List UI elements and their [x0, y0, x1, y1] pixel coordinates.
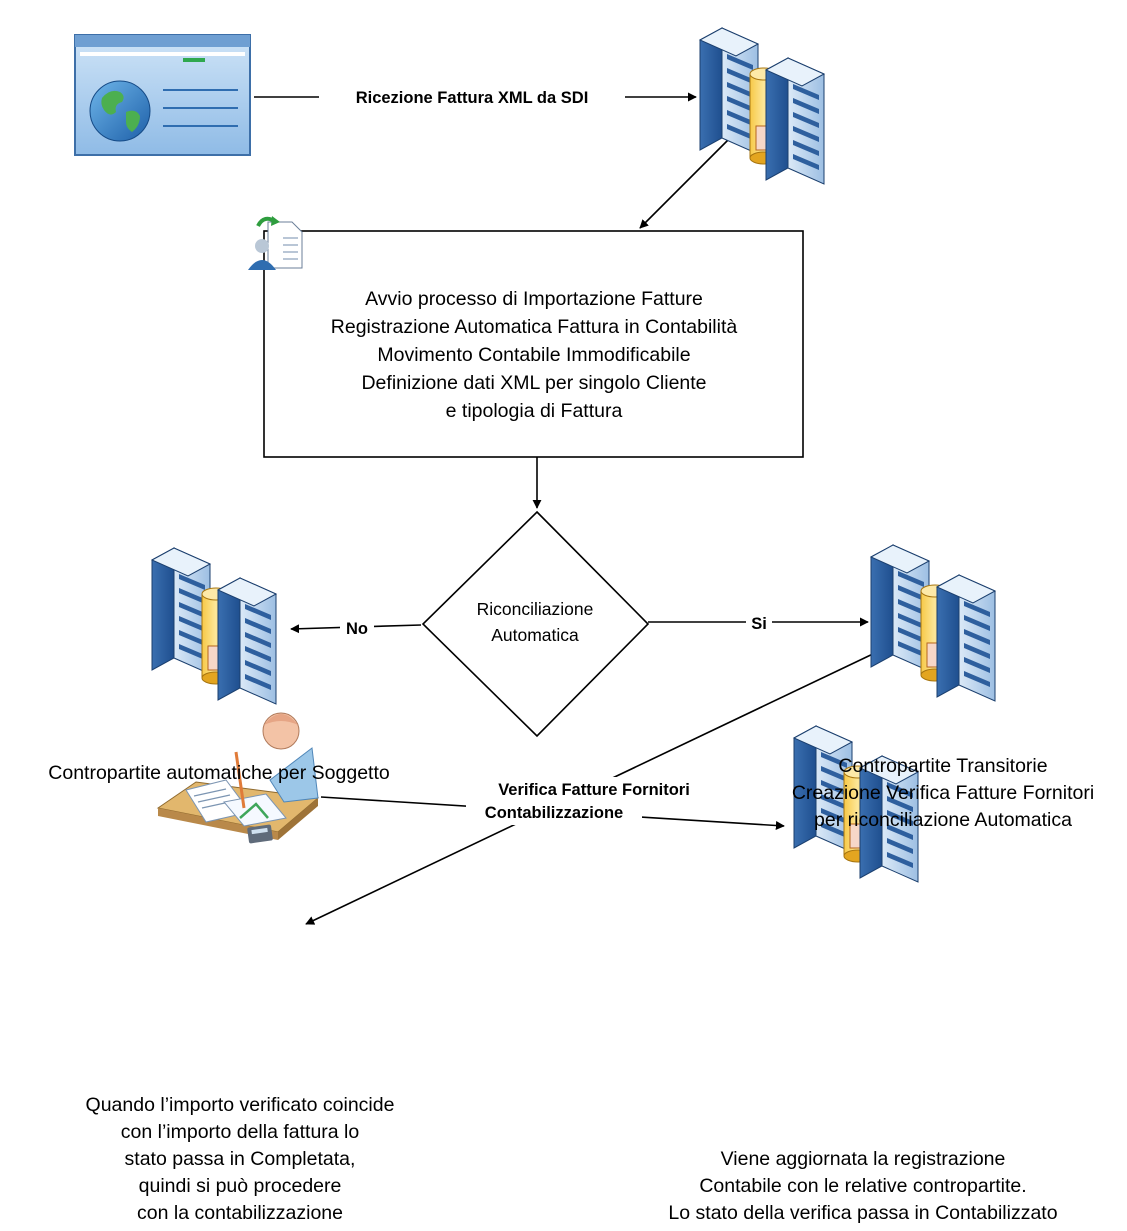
person-at-desk-icon [156, 712, 320, 844]
caption-line: per riconciliazione Automatica [814, 809, 1072, 831]
server-database-icon [700, 28, 824, 184]
server-database-icon [152, 548, 276, 704]
process-line: Avvio processo di Importazione Fatture [365, 288, 703, 310]
process-box-text: Avvio processo di Importazione Fatture R… [331, 288, 738, 422]
process-line: Registrazione Automatica Fattura in Cont… [331, 316, 738, 338]
label-verifica: Verifica Fatture Fornitori [465, 777, 721, 801]
caption-line: quindi si può procedere [139, 1175, 342, 1197]
process-line: e tipologia di Fattura [446, 400, 623, 422]
label-verifica-text: Verifica Fatture Fornitori [498, 781, 690, 799]
caption-line: con la contabilizzazione [137, 1202, 343, 1224]
process-line: Movimento Contabile Immodificabile [377, 344, 690, 366]
caption-line: Lo stato della verifica passa in Contabi… [668, 1202, 1057, 1224]
server-database-icon [794, 726, 918, 882]
server-database-icon [871, 545, 995, 701]
web-portal-icon [74, 34, 251, 156]
label-si: Si [746, 611, 772, 635]
label-no-text: No [346, 620, 368, 638]
caption-line: Quando l’importo verificato coincide [86, 1094, 395, 1116]
caption-right-server: Contropartite Transitorie Creazione Veri… [792, 755, 1094, 831]
process-box [263, 230, 804, 458]
caption-line: stato passa in Completata, [125, 1148, 356, 1170]
caption-person: Quando l’importo verificato coincide con… [86, 1094, 395, 1224]
decision-line: Riconciliazione [477, 599, 594, 619]
caption-bottom-server: Viene aggiornata la registrazione Contab… [668, 1148, 1057, 1224]
caption-line: Creazione Verifica Fatture Fornitori [792, 782, 1094, 804]
decision-line: Automatica [491, 625, 579, 645]
caption-line: Viene aggiornata la registrazione [721, 1148, 1006, 1170]
process-line: Definizione dati XML per singolo Cliente [361, 372, 706, 394]
decision-diamond [421, 510, 650, 738]
label-ricezione-text: Ricezione Fattura XML da SDI [356, 89, 589, 107]
edge-server-to-process [639, 134, 734, 229]
caption-line: Contropartite Transitorie [838, 755, 1047, 777]
label-si-text: Si [751, 615, 767, 633]
label-ricezione: Ricezione Fattura XML da SDI [319, 85, 625, 109]
user-document-icon [248, 216, 303, 270]
caption-line: Contabile con le relative contropartite. [699, 1175, 1026, 1197]
label-contabilizzazione: Contabilizzazione [466, 801, 642, 825]
label-no: No [340, 616, 374, 640]
caption-line: con l’importo della fattura lo [121, 1121, 360, 1143]
caption-left-server: Contropartite automatiche per Soggetto [48, 762, 390, 784]
label-contabilizzazione-text: Contabilizzazione [485, 804, 623, 822]
